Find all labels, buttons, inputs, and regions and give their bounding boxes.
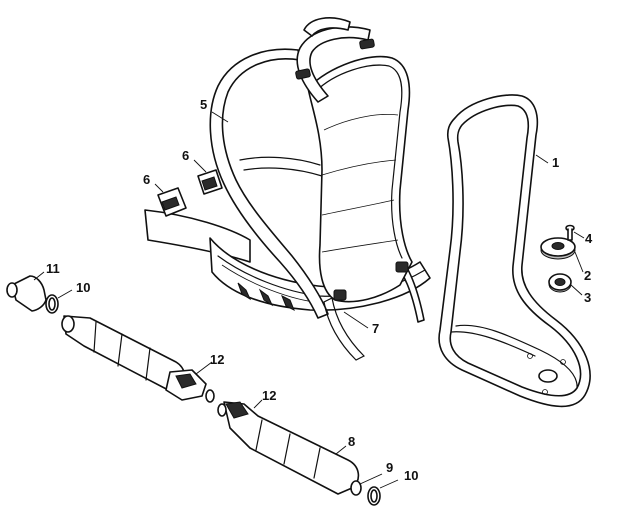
mounting-hub (540, 237, 584, 273)
tube-lower (217, 399, 383, 496)
callout-12-lower: 12 (262, 388, 276, 403)
callout-6-female: 6 (182, 148, 189, 163)
callout-10-left: 10 (76, 280, 90, 295)
backpack-harness (144, 17, 431, 361)
backplate-frame (438, 94, 591, 408)
bearing-ring (548, 273, 583, 296)
buckle-male (154, 183, 187, 217)
screw (565, 224, 585, 241)
callout-8: 8 (348, 434, 355, 449)
callout-9: 9 (386, 460, 393, 475)
o-ring-left (45, 289, 73, 314)
end-cap-left (6, 271, 47, 312)
buckle-female (193, 159, 223, 195)
leader-7 (343, 311, 369, 329)
callout-1: 1 (552, 155, 559, 170)
o-ring-right (367, 479, 399, 506)
callout-2: 2 (584, 268, 591, 283)
tube-upper (61, 315, 215, 403)
callout-11: 11 (46, 261, 60, 276)
callout-5: 5 (200, 97, 207, 112)
callout-12-upper: 12 (210, 352, 224, 367)
callout-7: 7 (372, 321, 379, 336)
callout-10-right: 10 (404, 468, 418, 483)
callout-3: 3 (584, 290, 591, 305)
callout-4: 4 (585, 231, 593, 246)
callout-6-male: 6 (143, 172, 150, 187)
